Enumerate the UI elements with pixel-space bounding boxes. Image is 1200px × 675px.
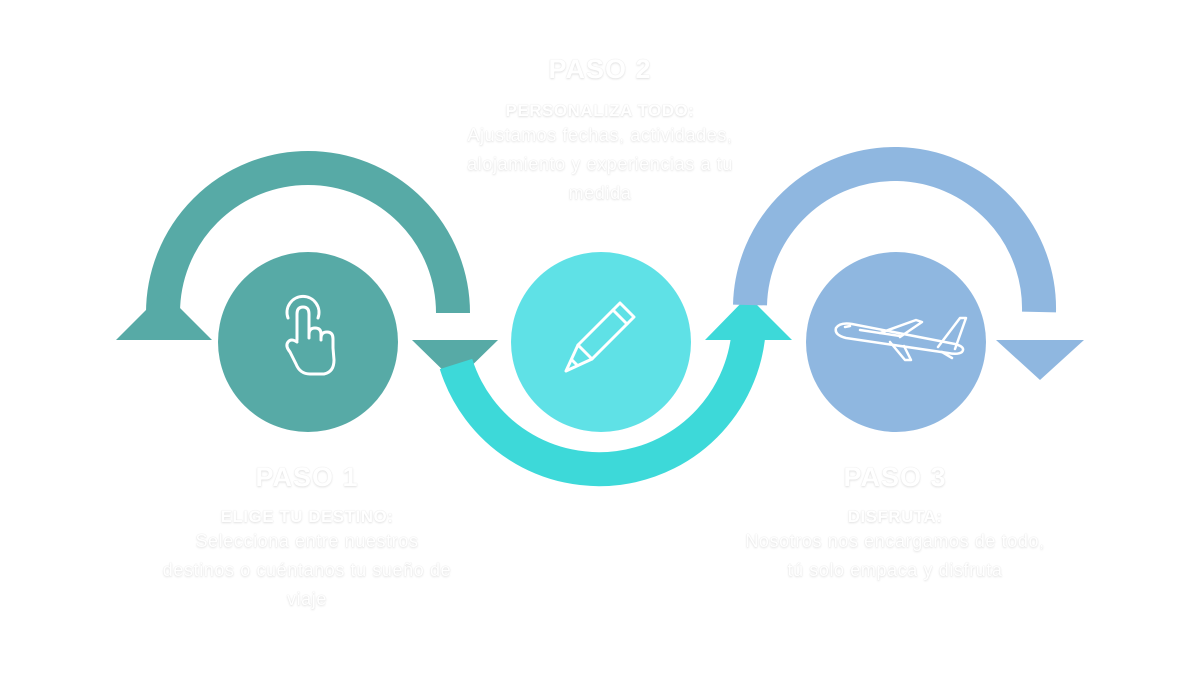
step2-text-block: PASO 2 PERSONALIZA TODO: Ajustamos fecha…: [450, 54, 750, 208]
pencil-icon: [564, 301, 636, 373]
arc-step1-arrow-left: [116, 292, 212, 340]
step2-title: PASO 2: [548, 54, 652, 84]
step3-circle: [806, 252, 986, 432]
step3-text-block: PASO 3 DISFRUTA: Nosotros nos encargamos…: [745, 462, 1045, 585]
arc-step1: [116, 151, 498, 382]
step3-description: Nosotros nos encargamos de todo, tú solo…: [745, 531, 1045, 580]
arc-step1-arrow-down: [412, 340, 498, 382]
arc-step1-band: [146, 151, 470, 314]
step1-title: PASO 1: [255, 462, 359, 492]
step1-description: Selecciona entre nuestros destinos o cué…: [162, 531, 452, 609]
step2-description: Ajustamos fechas, actividades, alojamien…: [467, 125, 733, 203]
arc-step2-band: [439, 325, 766, 487]
airplane-icon: [834, 316, 968, 362]
arc-step2: [439, 296, 792, 487]
arc-step3: [733, 147, 1084, 380]
step3-title: PASO 3: [843, 462, 947, 492]
step2-heading: PERSONALIZA TODO:: [505, 101, 695, 120]
arc-step2-arrow-up: [705, 296, 792, 340]
step2-circle: [511, 252, 691, 432]
arc-step3-band: [733, 147, 1057, 313]
step1-text-block: PASO 1 ELIGE TU DESTINO: Selecciona entr…: [162, 462, 452, 614]
step1-heading: ELIGE TU DESTINO:: [220, 507, 394, 526]
arc-step3-arrow-down: [996, 340, 1084, 380]
hand-pointer-icon: [285, 295, 336, 376]
step3-heading: DISFRUTA:: [847, 507, 943, 526]
step1-circle: [218, 252, 398, 432]
